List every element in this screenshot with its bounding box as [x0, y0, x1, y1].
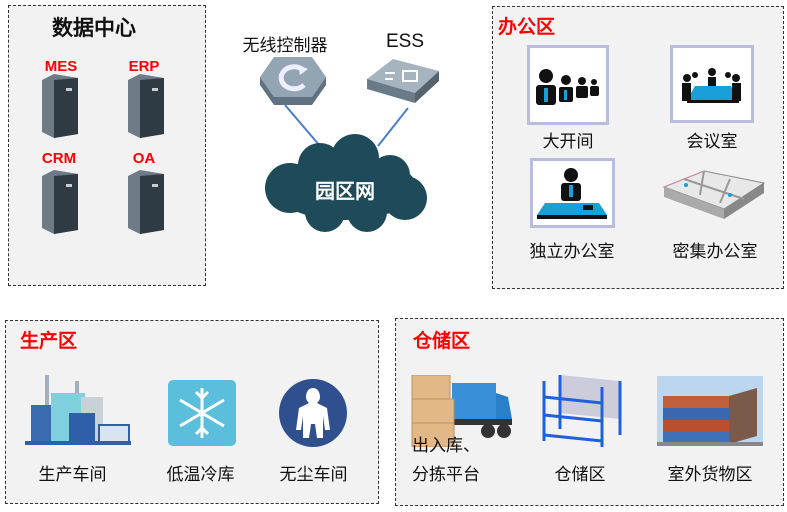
- server-label-oa: OA: [132, 150, 156, 167]
- cleanroom-label: 无尘车间: [279, 465, 348, 485]
- ess-switch-icon: [367, 59, 439, 103]
- server-label-erp: ERP: [128, 58, 160, 75]
- open-office-icon: [527, 45, 609, 125]
- storage-area-label: 仓储区: [554, 465, 606, 485]
- wireless-controller-icon: [260, 57, 326, 105]
- server-icon: [128, 170, 164, 234]
- campus-network-label: 园区网: [315, 179, 375, 203]
- meeting-room-icon: [670, 45, 754, 123]
- private-office-label: 独立办公室: [529, 242, 615, 262]
- campus-network-cloud-icon: [265, 134, 427, 232]
- storage-shelf-icon: [542, 375, 622, 447]
- open-office-label: 大开间: [542, 132, 594, 152]
- wireless-controller-label: 无线控制器: [242, 36, 328, 56]
- snowflake-icon: [168, 380, 236, 446]
- warehouse-title: 仓储区: [413, 330, 471, 352]
- office-title: 办公区: [498, 16, 556, 38]
- ess-label: ESS: [385, 31, 425, 52]
- loading-sorting-label-line1: 出入库、: [412, 436, 480, 456]
- dense-office-floorplan-icon: [662, 170, 766, 219]
- network-links: [284, 104, 409, 147]
- production-workshop-label: 生产车间: [38, 465, 107, 485]
- server-label-crm: CRM: [41, 150, 77, 167]
- server-icon: [42, 170, 78, 234]
- server-icon: [128, 74, 164, 138]
- dense-office-label: 密集办公室: [672, 242, 758, 262]
- private-office-icon: [530, 158, 615, 228]
- loading-sorting-label-line2: 分拣平台: [412, 465, 480, 485]
- server-label-mes: MES: [44, 58, 78, 75]
- production-title: 生产区: [20, 330, 78, 352]
- factory-icon: [25, 375, 131, 445]
- cold-storage-label: 低温冷库: [166, 465, 235, 485]
- server-icon: [42, 74, 78, 138]
- cleanroom-suit-icon: [279, 379, 347, 447]
- container-yard-icon: [657, 376, 763, 446]
- meeting-room-label: 会议室: [686, 132, 738, 152]
- data-center-title: 数据中心: [52, 16, 136, 40]
- truck-boxes-icon: [411, 375, 512, 447]
- loading-sorting-label: 出入库、 分拣平台: [412, 432, 507, 490]
- data-center-zone: [8, 5, 206, 286]
- outdoor-cargo-label: 室外货物区: [667, 465, 753, 485]
